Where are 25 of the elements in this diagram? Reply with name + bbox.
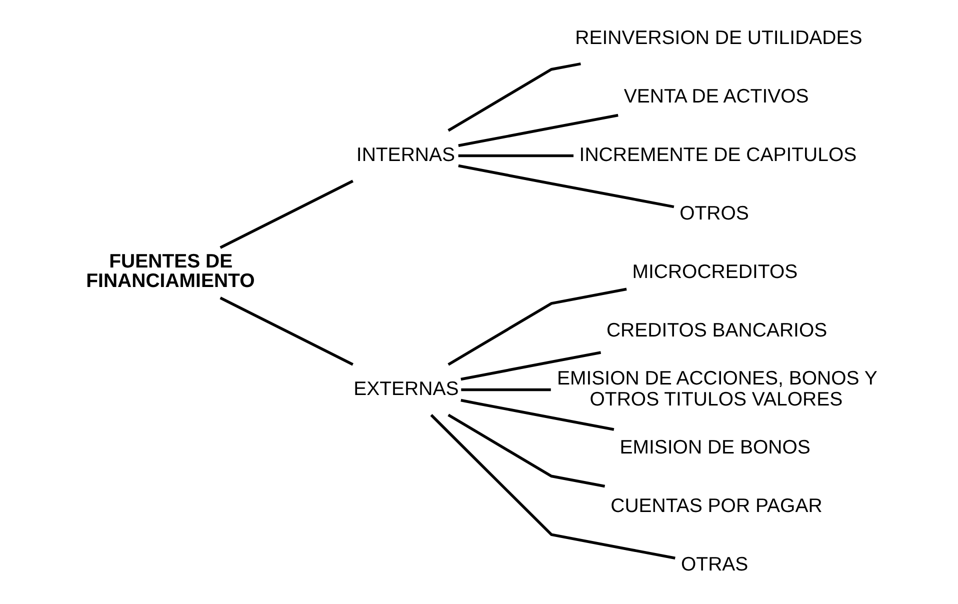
node-text: INTERNAS bbox=[356, 144, 456, 166]
node-text: EXTERNAS bbox=[354, 378, 459, 400]
connector bbox=[448, 414, 606, 488]
connector bbox=[458, 114, 618, 148]
connector bbox=[461, 388, 551, 392]
connector bbox=[458, 164, 674, 208]
node-text: REINVERSION DE UTILIDADES bbox=[575, 26, 862, 49]
node-text: EMISION DE BONOS bbox=[620, 436, 810, 458]
node-text: MICROCREDITOS bbox=[632, 260, 798, 283]
connector bbox=[448, 62, 581, 132]
connector bbox=[448, 288, 627, 366]
node-text: CREDITOS BANCARIOS bbox=[606, 319, 828, 342]
node-text: EMISION DE ACCIONES, BONOS Y OTROS TITULOS VALORES bbox=[557, 367, 878, 410]
node-text: CUENTAS POR PAGAR bbox=[610, 494, 822, 517]
node-text: INCREMENTE DE CAPITULOS bbox=[579, 144, 857, 166]
connector bbox=[220, 180, 354, 249]
connector bbox=[220, 296, 354, 366]
node-text: FUENTES DE FINANCIAMIENTO bbox=[86, 250, 255, 292]
connector bbox=[458, 154, 574, 158]
connector bbox=[460, 398, 614, 431]
node-text: OTROS bbox=[680, 202, 749, 224]
node-text: VENTA DE ACTIVOS bbox=[624, 85, 809, 108]
connector bbox=[430, 414, 676, 560]
node-text: OTRAS bbox=[681, 553, 748, 576]
connector bbox=[460, 351, 602, 381]
